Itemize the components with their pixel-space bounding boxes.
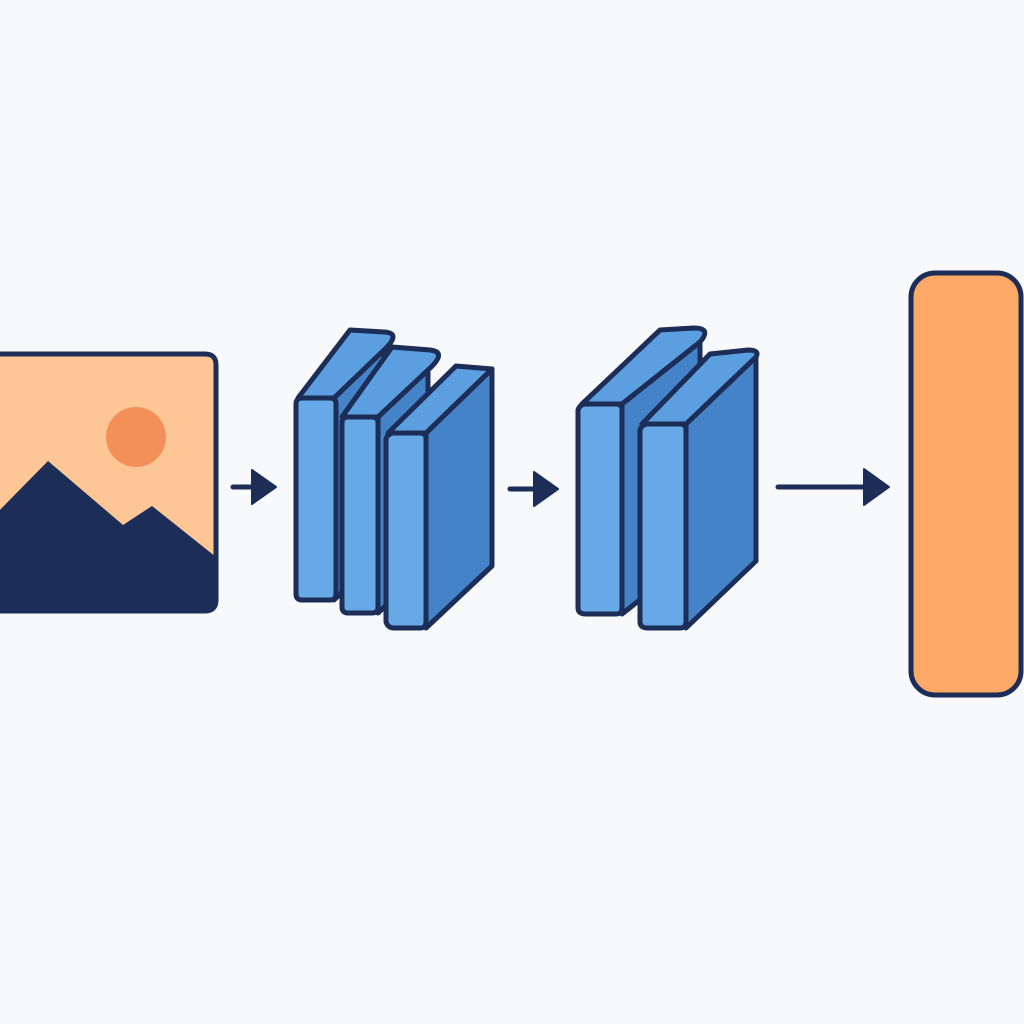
arrow-right-icon — [507, 471, 559, 507]
feature-map-stack-b — [575, 325, 760, 631]
feature-slab — [637, 347, 760, 631]
feature-map-stack-a — [293, 327, 495, 631]
image-frame-outline — [0, 351, 219, 614]
sun-icon — [106, 407, 166, 467]
feature-slab — [383, 363, 495, 631]
arrow-right-icon — [230, 469, 277, 505]
arrow-right-icon — [775, 468, 890, 506]
output-vector-icon — [908, 270, 1024, 698]
input-image-icon — [0, 351, 219, 614]
mountain-icon — [0, 461, 216, 611]
